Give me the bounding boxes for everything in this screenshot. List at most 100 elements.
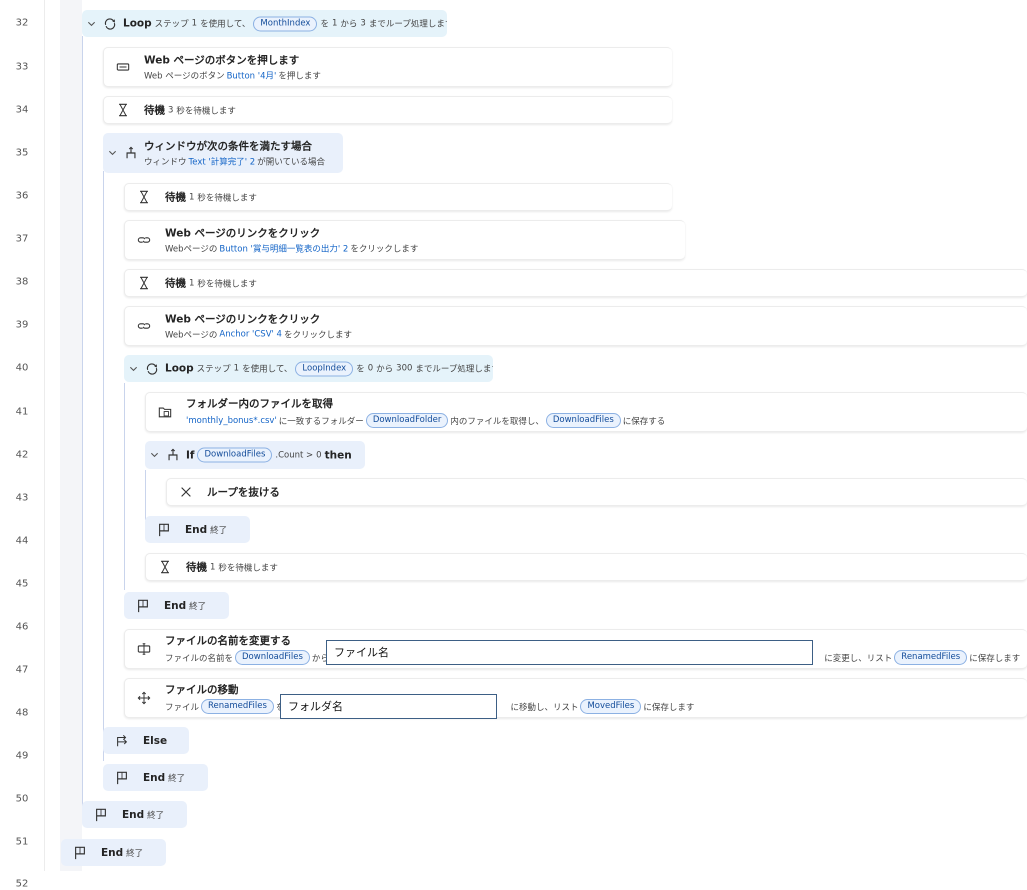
action-wait[interactable]: 待機 1 秒を待機します [145,553,1027,581]
action-text: から [376,364,394,375]
chevron-down-icon[interactable] [87,19,96,28]
action-wait[interactable]: 待機 1 秒を待機します [124,183,672,211]
line-number: 41 [15,406,29,418]
flag-icon [71,844,89,862]
action-title: End [101,846,124,859]
line-number: 35 [15,147,29,159]
then-keyword: then [324,449,352,461]
hourglass-icon [135,274,153,292]
action-move-files[interactable]: ファイルの移動 ファイル RenamedFiles を に移動し、リスト Mov… [124,678,1027,718]
folder-files-icon [156,403,174,421]
variable-chip[interactable]: DownloadFiles [545,413,621,428]
action-text: に変更し、リスト [824,653,893,664]
loop-action-month[interactable]: Loop ステップ 1 を使用して、 MonthIndex を 1 から 3 ま… [82,10,447,37]
end-block[interactable]: End 終了 [61,839,166,866]
variable-chip[interactable]: LoopIndex [295,361,354,376]
action-text: までループ処理します [415,364,493,375]
action-title: Web ページのリンクをクリック [165,313,321,326]
action-text: に保存します [969,653,1021,664]
step-value: 1 [233,363,240,374]
action-title: End [185,523,208,536]
action-text: 終了 [126,848,144,859]
action-title: ウィンドウが次の条件を満たす場合 [144,140,312,153]
action-click-web-link[interactable]: Web ページのリンクをクリック Webページの Anchor 'CSV' 4 … [124,306,1027,346]
action-text: を [356,364,365,375]
filename-input[interactable]: ファイル名 [326,640,813,665]
nesting-line [103,171,104,761]
line-number: 49 [15,750,29,762]
end-block[interactable]: End 終了 [103,764,208,791]
variable-chip[interactable]: MonthIndex [253,16,318,31]
flag-icon [92,806,110,824]
action-title: 待機 [165,191,186,204]
end-block[interactable]: End 終了 [124,592,229,619]
action-text: を使用して、 [200,19,251,30]
else-arrow-icon [113,732,131,750]
variable-chip[interactable]: RenamedFiles [894,650,968,665]
action-wait[interactable]: 待機 1 秒を待機します [124,269,1027,297]
action-title: ループを抜ける [207,486,280,499]
action-text: ウィンドウ [144,157,187,168]
action-text: Web ページのボタン [144,71,225,82]
action-title: Else [143,734,168,747]
action-title: Loop [165,362,194,375]
action-text: 秒を待機します [197,279,257,289]
action-press-web-button[interactable]: Web ページのボタンを押します Web ページのボタン Button '4月'… [103,47,672,87]
end-block[interactable]: End 終了 [145,516,250,543]
action-title: Web ページのボタンを押します [144,54,300,67]
action-title: ファイルの移動 [165,684,239,696]
folder-input[interactable]: フォルダ名 [280,694,497,719]
loop-action-index[interactable]: Loop ステップ 1 を使用して、 LoopIndex を 0 から 300 … [124,355,493,382]
line-number: 38 [15,276,29,288]
from-value: 0 [367,363,374,374]
else-block[interactable]: Else [103,727,189,754]
variable-chip[interactable]: DownloadFiles [197,447,273,463]
if-condition[interactable]: If DownloadFiles .Count > 0 then [145,441,365,469]
line-number: 48 [15,707,29,719]
variable-chip[interactable]: DownloadFiles [235,650,310,665]
flag-icon [155,521,173,539]
loop-icon [101,15,119,33]
nesting-line [124,383,125,590]
line-number: 37 [15,233,29,245]
chevron-down-icon[interactable] [150,451,159,460]
line-number: 50 [15,793,29,805]
line-number: 47 [15,664,29,676]
action-exit-loop[interactable]: ループを抜ける [166,478,1027,506]
action-text: から [311,653,329,664]
variable-chip[interactable]: MovedFiles [580,699,642,714]
move-icon [135,689,153,707]
action-get-files-in-folder[interactable]: フォルダー内のファイルを取得 'monthly_bonus*.csv' に一致す… [145,392,1027,432]
action-text: 終了 [147,810,165,821]
action-text: 内のファイルを取得し、 [450,416,544,427]
action-text: Webページの [165,330,218,341]
hourglass-icon [114,101,132,119]
action-title: If [186,449,195,461]
line-number: 34 [15,104,29,116]
end-block[interactable]: End 終了 [82,801,187,828]
action-click-web-link[interactable]: Web ページのリンクをクリック Webページの Button '賞与明細一覧表… [124,220,685,260]
link-icon [135,231,153,249]
action-title: End [164,599,187,612]
line-number: 42 [15,449,29,461]
line-number-gutter: 32 33 34 35 36 37 38 39 40 41 42 43 44 4… [0,0,45,890]
if-window-condition[interactable]: ウィンドウが次の条件を満たす場合 ウィンドウ Text '計算完了' 2 が開い… [103,133,343,173]
variable-chip[interactable]: DownloadFolder [365,413,449,428]
wait-seconds: 1 [189,192,195,202]
action-wait[interactable]: 待機 3 秒を待機します [103,96,672,124]
variable-chip[interactable]: RenamedFiles [201,699,274,714]
line-number: 39 [15,319,29,331]
action-text: を押します [278,71,321,82]
chevron-down-icon[interactable] [129,364,138,373]
nesting-rail [60,0,82,871]
ui-element-value: Button '4月' [226,71,277,82]
wait-seconds: 3 [168,105,174,115]
condition-text: .Count > [275,450,314,460]
line-number: 51 [15,836,29,848]
pattern-value: 'monthly_bonus*.csv' [186,415,277,426]
chevron-down-icon[interactable] [108,149,117,158]
action-text: 終了 [210,525,228,536]
action-text: に保存する [622,416,666,427]
line-number: 36 [15,190,29,202]
action-text: を使用して、 [242,364,293,375]
